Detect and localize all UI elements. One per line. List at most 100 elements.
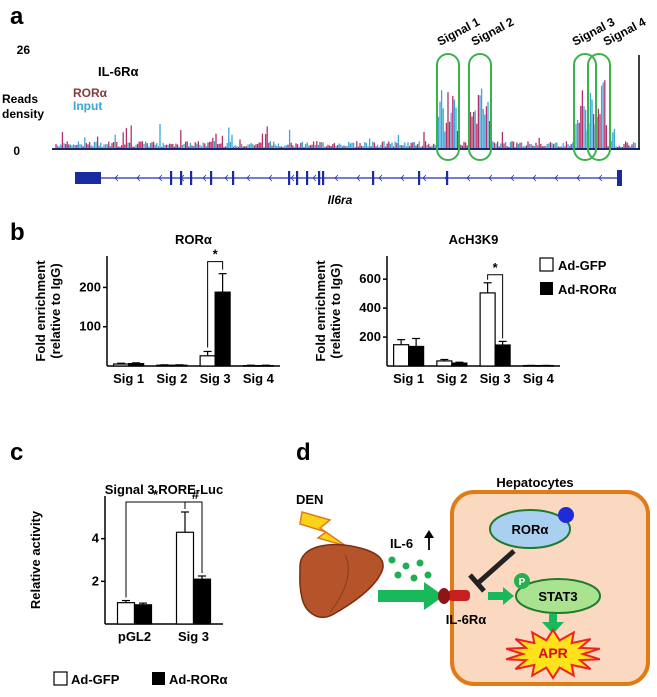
y-axis-label-line2: (relative to IgG) [328,263,343,358]
gene-model [75,170,622,186]
rora-ligand-icon [558,507,574,523]
strand-chevron [356,174,361,182]
track-ylabel-line1: Reads [2,92,38,106]
exon-mark [288,171,291,185]
panel-b-label: b [10,219,25,246]
bar [393,344,410,367]
y-tick-label: 4 [92,531,100,546]
phospho-icon [514,573,530,589]
strand-chevron [378,174,383,182]
track-ymax: 26 [17,43,31,57]
strand-chevron [554,174,559,182]
exon-mark [322,171,325,185]
signal-2-oval [468,53,492,161]
legend-c-gfp-swatch [53,671,68,686]
panel-c-label: c [10,439,23,466]
bar [479,292,496,367]
significance-mark: * [153,487,159,502]
significance-bracket [185,501,203,573]
exon-mark [170,171,173,185]
legend-c-rora-swatch [152,672,165,685]
signal-4-oval [587,53,611,161]
legend-b-rora-label: Ad-RORα [558,282,617,297]
y-tick-label: 400 [359,300,381,315]
exon-mark [318,171,321,185]
rora-node [489,509,571,549]
strand-chevron [312,174,317,182]
significance-mark: * [213,247,219,262]
exon-mark [190,171,193,185]
bar [436,360,453,367]
strand-chevron [532,174,537,182]
track-legend-input: Input [73,99,102,113]
exon-mark [296,171,299,185]
chart-title: AcH3K9 [449,232,499,247]
gene-name: Il6ra [328,193,353,207]
bar [116,602,136,625]
phospho-label: P [519,577,526,588]
y-tick-label: 2 [92,573,99,588]
exon-mark [418,171,421,185]
y-tick-label: 600 [359,271,381,286]
x-tick-label: Sig 2 [156,371,187,386]
y-tick-label: 100 [79,319,101,334]
strand-chevron [202,174,207,182]
x-tick-label: pGL2 [118,629,151,644]
hepatocytes-label: Hepatocytes [496,475,573,490]
x-tick-label: Sig 1 [113,371,144,386]
activation-arrow-icon [488,587,514,605]
chart-title: Signal 3 RORE-Luc [105,482,223,497]
x-tick-label: Sig 3 [480,371,511,386]
bar [214,291,231,367]
strand-chevron [576,174,581,182]
reads-density-track [55,80,636,149]
y-tick-label: 200 [359,329,381,344]
strand-chevron [444,174,449,182]
bar [494,344,511,367]
secretion-arrow-icon [378,582,444,610]
legend-c-rora-label: Ad-RORα [169,672,228,687]
down-arrow-icon [542,614,564,634]
x-tick-label: Sig 4 [243,371,275,386]
lightning-icon [299,511,347,547]
rora-label: RORα [512,522,549,537]
significance-bracket [207,261,224,348]
signal-3-oval [573,53,597,161]
signal-1-oval [436,53,460,161]
y-tick-label: 200 [79,279,101,294]
den-label: DEN [296,492,323,507]
strand-chevron [180,174,185,182]
track-gene-label: IL-6Rα [98,64,139,79]
strand-chevron [488,174,493,182]
up-arrow-icon [424,530,434,550]
legend-b-gfp-label: Ad-GFP [558,258,607,273]
strand-chevron [422,174,427,182]
strand-chevron [114,174,119,182]
liver-lobe-line [329,554,349,613]
stat3-label: STAT3 [538,589,577,604]
bar [451,362,468,367]
legend-b-gfp-swatch [539,257,554,272]
strand-chevron [136,174,141,182]
il6-label: IL-6 [390,536,413,551]
track-ymin: 0 [13,144,20,158]
bar [113,363,130,367]
strand-chevron [598,174,603,182]
chart-title: RORα [175,232,212,247]
strand-chevron [246,174,251,182]
y-axis-label: Fold enrichment [313,260,328,362]
significance-mark: # [192,487,200,502]
apr-label: APR [538,645,568,661]
bar [175,531,195,625]
track-ylabel-line2: density [2,107,44,121]
strand-chevron [290,174,295,182]
panel-d-label: d [296,439,311,466]
bar [408,345,425,367]
exon-mark [232,171,235,185]
strand-chevron [268,174,273,182]
strand-chevron [510,174,515,182]
inhibition-icon [468,549,516,593]
